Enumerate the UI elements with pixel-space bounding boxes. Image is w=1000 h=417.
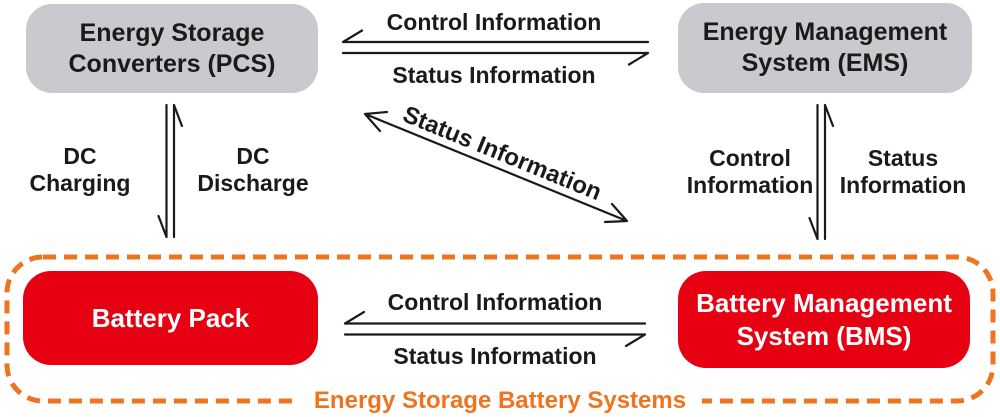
label-pcs-ems-status: Status Information xyxy=(392,62,596,88)
ems-bms-status-arrow xyxy=(823,103,835,241)
node-ems: Energy Management System (EMS) xyxy=(678,3,972,93)
ems-bms-control-arrow xyxy=(808,103,819,241)
pcs-ems-status-arrow xyxy=(341,51,650,66)
label-dc-charging: DC Charging xyxy=(29,143,131,196)
node-bms: Battery Management System (BMS) xyxy=(678,271,970,368)
node-battery-pack: Battery Pack xyxy=(23,271,318,365)
pcs-ems-control-arrow xyxy=(341,29,650,44)
label-pcs-ems-control: Control Information xyxy=(386,9,602,35)
label-battery-bms-control: Control Information xyxy=(387,289,603,315)
battery-bms-status-arrow xyxy=(343,333,647,348)
bms-pcs-diagonal-status-arrow xyxy=(363,110,629,224)
dc-charging-arrow xyxy=(157,103,168,239)
label-dc-discharge: DC Discharge xyxy=(197,143,309,196)
battery-bms-control-arrow xyxy=(343,310,647,325)
node-pcs: Energy Storage Converters (PCS) xyxy=(26,4,318,93)
battery-systems-group-caption: Energy Storage Battery Systems xyxy=(297,388,703,414)
label-battery-bms-status: Status Information xyxy=(393,343,597,369)
dc-discharge-arrow xyxy=(172,103,184,239)
label-ems-bms-status: Status Information xyxy=(839,145,967,198)
label-ems-bms-control: Control Information xyxy=(686,145,814,198)
